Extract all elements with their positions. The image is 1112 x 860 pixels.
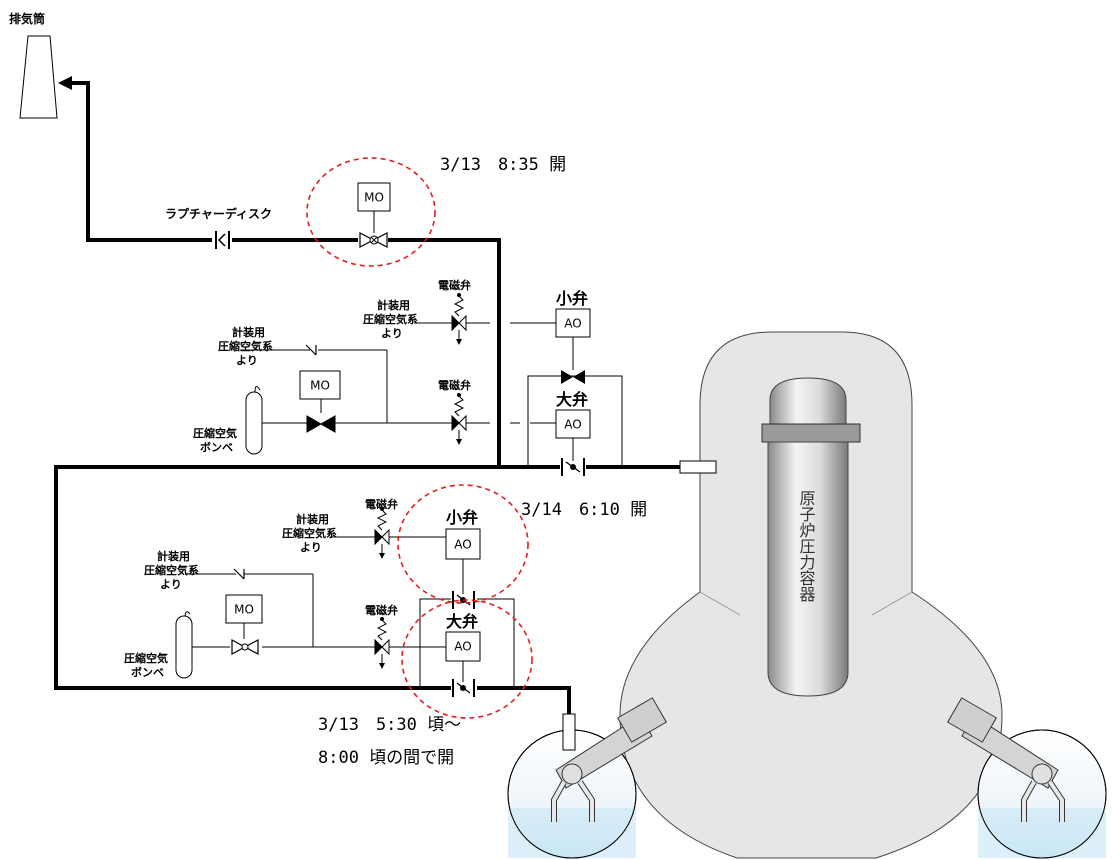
suppression-chamber-right: [946, 697, 1107, 859]
solenoid-valve-upper-2: [451, 393, 467, 445]
check-valve-upper: [305, 344, 317, 356]
annotation-mo-open: 3/13 8:35 開: [440, 155, 566, 175]
solenoid-label-upper-2: 電磁弁: [438, 378, 471, 392]
check-valve-lower: [233, 568, 245, 580]
annotation-wetwell-2: 8:00 頃の間で開: [318, 748, 454, 768]
vent-main-pipe: [54, 81, 680, 715]
mo-valve-lower-bottle: MO: [175, 594, 263, 679]
rupture-disk: [212, 231, 232, 249]
solenoid-label-lower-1: 電磁弁: [365, 497, 398, 511]
small-valve-label-lower: 小弁: [446, 508, 478, 527]
solenoid-label-upper-1: 電磁弁: [438, 278, 471, 292]
instrument-air-upper-2b: 圧縮空気系: [218, 339, 273, 353]
suppression-chamber-left: [507, 697, 668, 859]
ao-lower-large-label: AO: [454, 640, 471, 654]
instrument-air-lower-2a: 計装用: [157, 549, 190, 563]
large-valve-label-upper: 大弁: [556, 390, 588, 409]
instrument-air-lower-1a: 計装用: [296, 512, 329, 526]
instrument-air-lower-1b: 圧縮空気系: [282, 526, 337, 540]
annotation-dw-small-open: 3/14 6:10 開: [521, 500, 647, 520]
instrument-air-lower-2b: 圧縮空気系: [144, 563, 199, 577]
small-valve-label-upper: 小弁: [556, 289, 588, 308]
exhaust-stack: [19, 35, 58, 119]
instrument-air-upper-1a: 計装用: [377, 298, 410, 312]
instrument-air-upper-2c: より: [236, 354, 258, 367]
mo-valve-top: MO: [357, 182, 391, 248]
mo-lower-label: MO: [234, 603, 254, 617]
containment-nozzle: [679, 460, 717, 474]
cylinder-label-upper-a: 圧縮空気: [193, 426, 237, 440]
large-valve-label-lower: 大弁: [446, 612, 478, 631]
reactor-pressure-vessel: [761, 377, 861, 697]
cylinder-label-upper-b: ボンベ: [200, 440, 233, 454]
mo-upper-label: MO: [310, 379, 330, 393]
instrument-air-upper-1c: より: [381, 327, 403, 340]
rpv-label: 原子炉圧力容器: [797, 490, 816, 602]
cylinder-label-lower-a: 圧縮空気: [124, 651, 168, 665]
highlight-circle-ao-small: [397, 484, 529, 604]
highlight-circle-mo: [306, 157, 436, 267]
ao-small-valve-upper: AO: [555, 308, 591, 384]
solenoid-valve-lower-2: [374, 617, 390, 669]
ao-large-valve-lower: AO: [445, 631, 481, 697]
instrument-air-upper-2a: 計装用: [232, 325, 265, 339]
stack-label: 排気筒: [9, 11, 45, 26]
solenoid-valve-lower-1: [374, 507, 390, 559]
mo-top-label: MO: [364, 191, 384, 205]
instrument-air-lower-2c: より: [160, 578, 182, 591]
stack-arrow: [58, 76, 72, 90]
ao-upper-large-label: AO: [564, 418, 581, 432]
ao-lower-small-label: AO: [454, 538, 471, 552]
instrument-air-lower-1c: より: [300, 541, 322, 554]
highlight-circle-ao-large: [401, 599, 533, 719]
cylinder-label-lower-b: ボンベ: [131, 665, 164, 679]
solenoid-valve-upper-1: [451, 293, 467, 345]
ao-large-valve-upper: AO: [555, 409, 591, 476]
solenoid-label-lower-2: 電磁弁: [365, 603, 398, 617]
instrument-air-upper-1b: 圧縮空気系: [363, 312, 418, 326]
ao-upper-small-label: AO: [564, 317, 581, 331]
mo-valve-upper-bottle: MO: [245, 370, 341, 455]
annotation-wetwell-1: 3/13 5:30 頃～: [318, 715, 461, 735]
sc-nozzle: [562, 713, 576, 751]
rupture-disk-label: ラプチャーディスク: [165, 206, 272, 221]
